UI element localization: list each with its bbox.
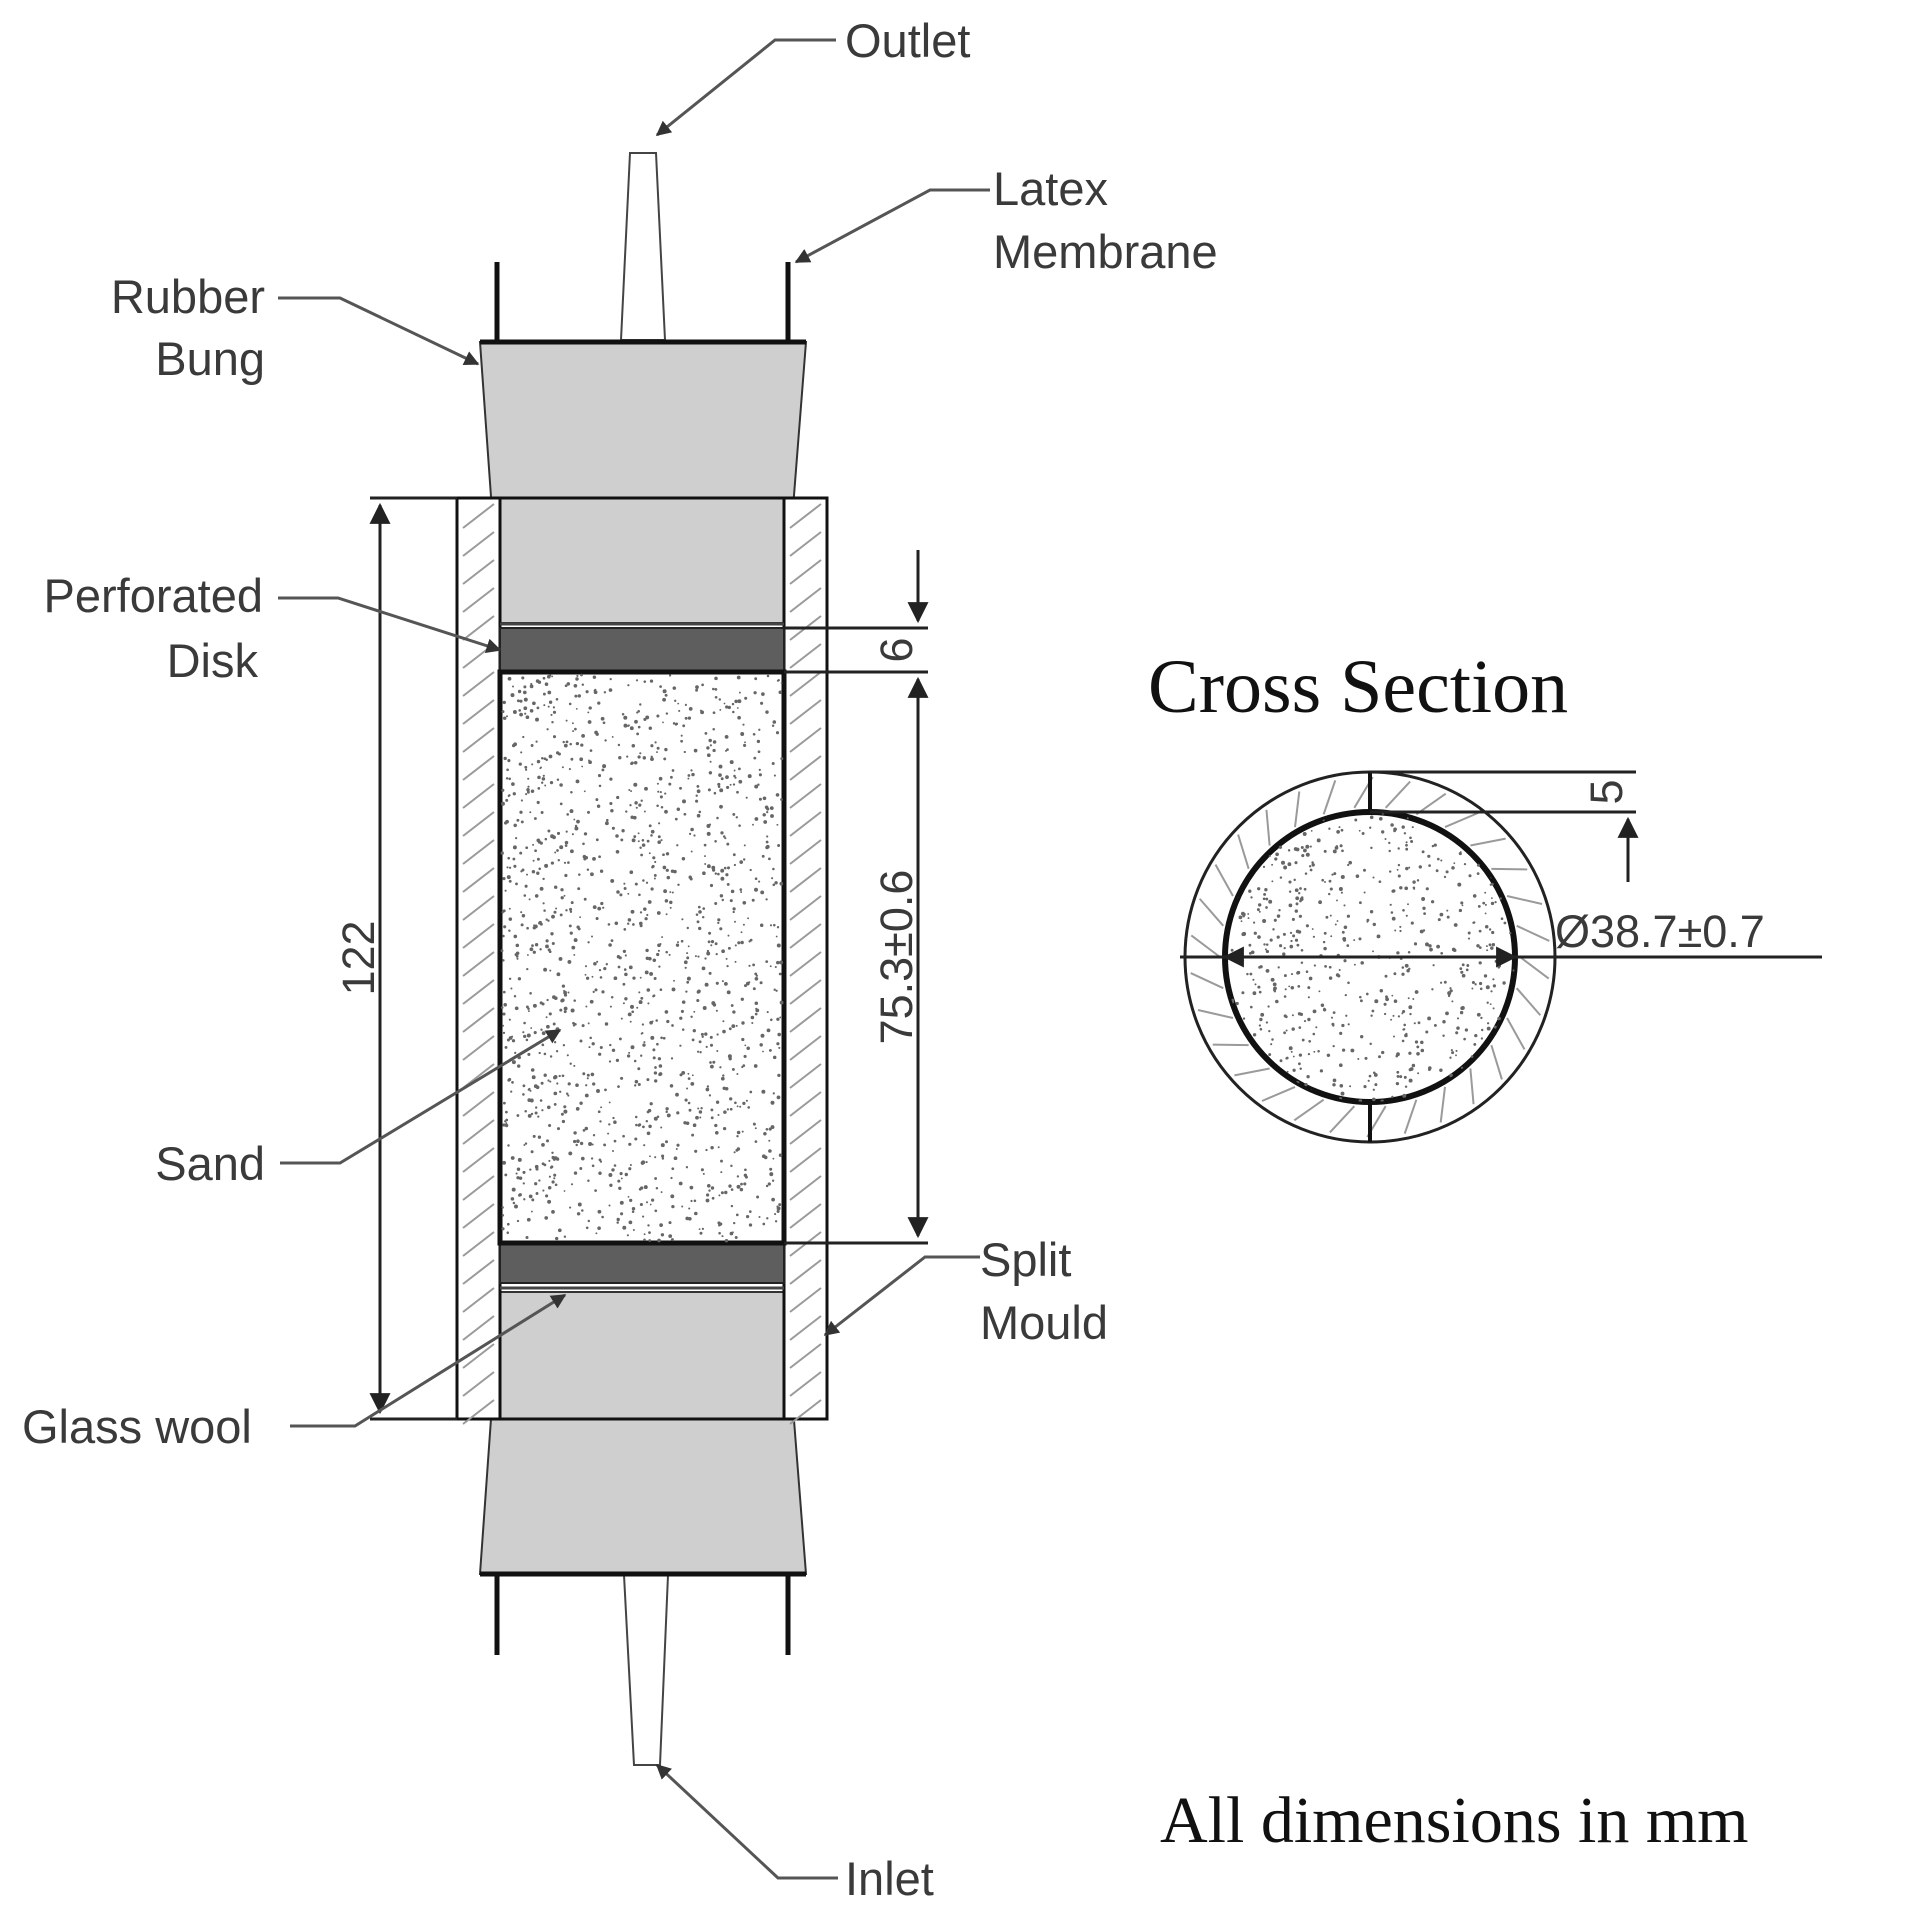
bottom-rubber-bung — [478, 1291, 808, 1575]
top-rubber-bung — [478, 341, 808, 624]
dim-disk-thickness: 6 — [871, 637, 922, 662]
cross-section-view — [1180, 770, 1822, 1144]
label-disk: Disk — [167, 634, 259, 687]
outlet-tube — [619, 152, 667, 341]
dim-total-height: 122 — [333, 920, 384, 995]
label-sand: Sand — [155, 1137, 265, 1190]
mould-right-wall — [782, 496, 829, 1425]
label-rubber: Rubber — [111, 270, 265, 323]
units-note: All dimensions in mm — [1160, 1784, 1749, 1857]
sand-body — [497, 669, 787, 1246]
bottom-perforated-disk — [499, 1242, 785, 1284]
label-glass-wool: Glass wool — [22, 1400, 252, 1453]
leaders — [278, 38, 990, 1880]
label-outlet: Outlet — [845, 14, 970, 67]
label-perforated: Perforated — [44, 569, 263, 622]
top-perforated-disk — [499, 627, 785, 673]
label-membrane: Membrane — [993, 225, 1218, 278]
label-bung: Bung — [155, 332, 265, 385]
label-split: Split — [980, 1233, 1071, 1286]
mould-left-wall — [455, 496, 502, 1425]
inlet-tube — [622, 1574, 670, 1766]
dim-sample-height: 75.3±0.6 — [871, 870, 922, 1045]
dim-diameter: Ø38.7±0.7 — [1555, 906, 1765, 957]
label-latex: Latex — [993, 162, 1108, 215]
label-inlet: Inlet — [845, 1852, 934, 1905]
cross-section-title: Cross Section — [1148, 645, 1568, 729]
label-mould: Mould — [980, 1296, 1108, 1349]
dim-wall-thickness: 5 — [1581, 779, 1632, 804]
